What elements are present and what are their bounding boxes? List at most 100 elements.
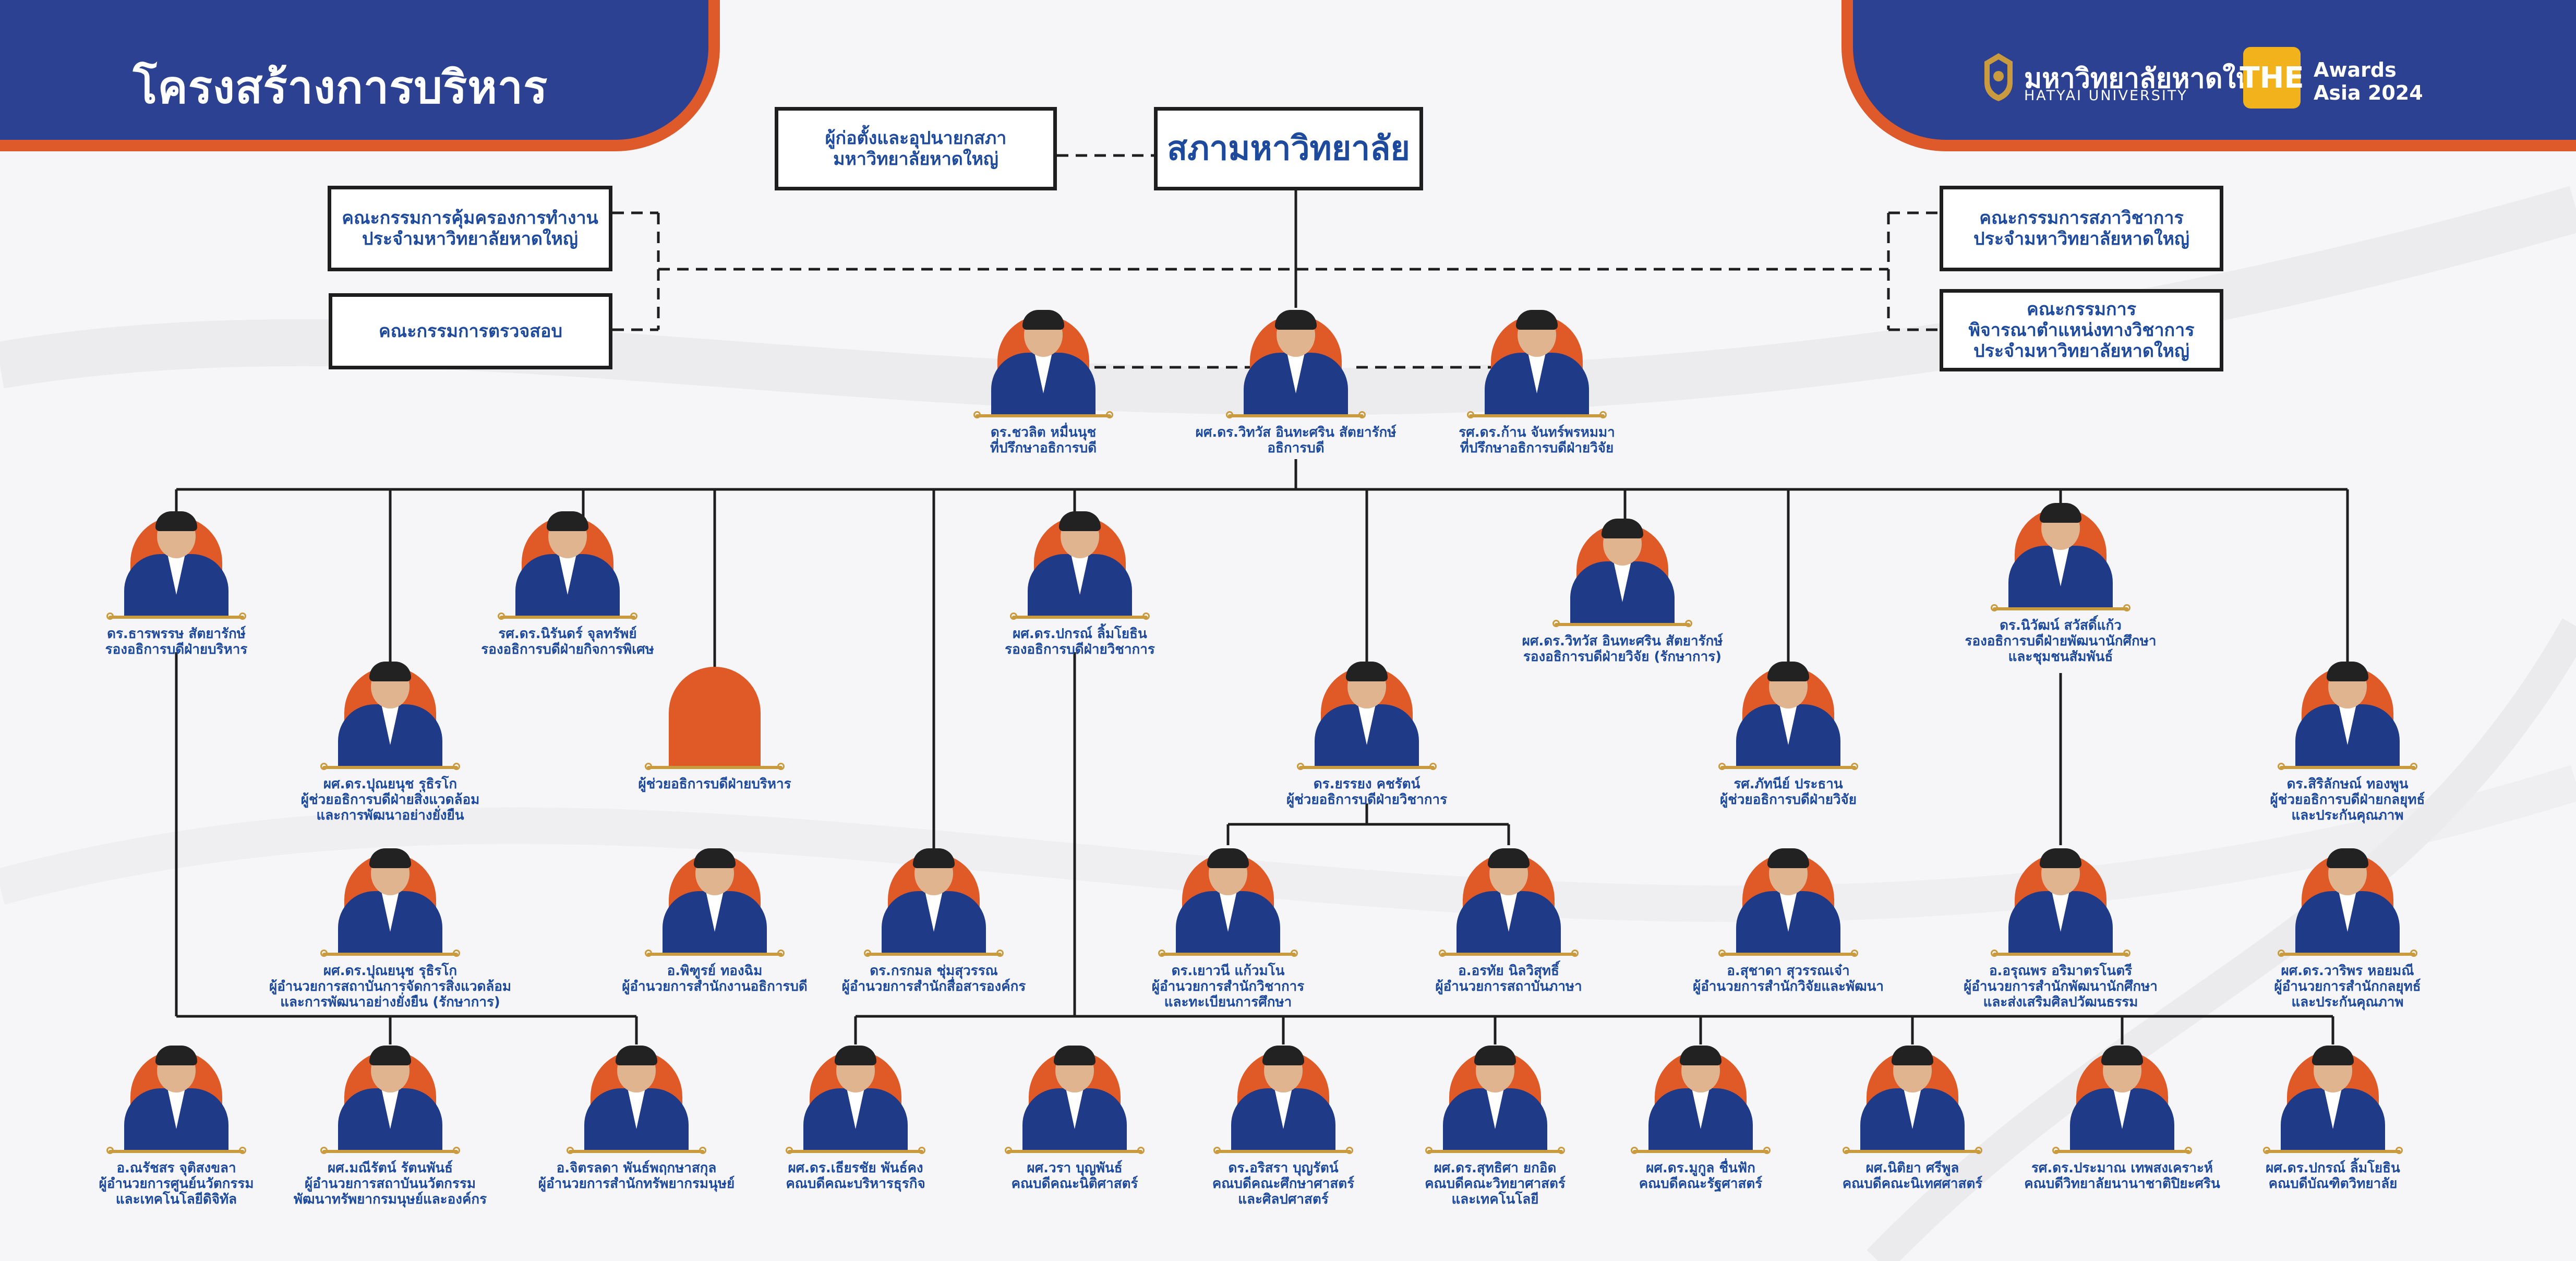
- portrait-pedestal: [973, 411, 1113, 418]
- portrait-hair: [913, 848, 955, 868]
- person-name-title: อ.สุชาดา สุวรรณเจ๋า ผู้อำนวยการสำนักวิจั…: [1692, 963, 1884, 994]
- person-name-title: ผศ.ดร.มูกูล ชื่นฟัก คณบดีคณะรัฐศาสตร์: [1639, 1160, 1763, 1192]
- academic-council-box: คณะกรรมการสภาวิชาการ ประจำมหาวิทยาลัยหาด…: [1940, 186, 2223, 271]
- person-name-title: ดร.อริสรา บุญรัตน์ คณบดีคณะศึกษาศาสตร์ แ…: [1212, 1160, 1355, 1207]
- portrait-pedestal: [320, 1147, 460, 1154]
- portrait-hair: [1488, 848, 1530, 868]
- portrait-pedestal: [1718, 763, 1858, 770]
- portrait-pedestal: [320, 763, 460, 770]
- portrait-pedestal: [498, 613, 637, 620]
- person-name-title: ดร.นิวัฒน์ สวัสดิ์แก้ว รองอธิการบดีฝ่ายพ…: [1965, 618, 2157, 665]
- university-name-thai: มหาวิทยาลัยหาดใหญ่: [2024, 63, 2277, 94]
- portrait-pedestal: [1213, 1147, 1353, 1154]
- portrait-hair: [1767, 848, 1809, 868]
- portrait-hair: [1602, 519, 1643, 538]
- portrait-hair: [2312, 1046, 2354, 1065]
- portrait-pedestal: [2278, 950, 2417, 957]
- portrait-pedestal: [567, 1147, 706, 1154]
- person-name-title: ผศ.ดร.ปกรณ์ ลิ้มโยธิน รองอธิการบดีฝ่ายวิ…: [1005, 626, 1155, 657]
- portrait-pedestal: [1010, 613, 1150, 620]
- portrait-pedestal: [1297, 763, 1437, 770]
- portrait-pedestal: [1843, 1147, 1982, 1154]
- portrait-hair: [1262, 1046, 1304, 1065]
- person-name-title: อ.พิฑูรย์ ทองฉิม ผู้อำนวยการสำนักงานอธิก…: [622, 963, 808, 994]
- portrait-hair: [835, 1046, 876, 1065]
- portrait-pedestal: [645, 763, 785, 770]
- person-name-title: ผศ.ดร.วิทวัส อินทะศริน สัตยารักษ์ รองอธิ…: [1522, 633, 1723, 665]
- portrait-hair: [1054, 1046, 1096, 1065]
- portrait-hair: [1059, 511, 1101, 531]
- university-council-box: สภามหาวิทยาลัย: [1154, 107, 1423, 190]
- portrait-hair: [1346, 662, 1388, 681]
- person-name-title: ดร.กรกมล ชุ่มสุวรรณ ผู้อำนวยการสำนักสื่อ…: [841, 963, 1026, 994]
- person-name-title: ผศ.ดร.ปุณยนุช รุธิรโก ผู้อำนวยการสถาบันก…: [269, 963, 512, 1010]
- portrait-hair: [1474, 1046, 1516, 1065]
- portrait-hair: [2327, 848, 2368, 868]
- person-name-title: ดร.ยรรยง คชรัตน์ ผู้ช่วยอธิการบดีฝ่ายวิช…: [1286, 776, 1448, 808]
- portrait-pedestal: [2263, 1147, 2403, 1154]
- portrait-pedestal: [2052, 1147, 2192, 1154]
- portrait-hair: [694, 848, 736, 868]
- person-name-title: อ.ณรัชสร จุติสงขลา ผู้อำนวยการศูนย์นวัตก…: [99, 1160, 254, 1207]
- portrait-hair: [1516, 310, 1558, 330]
- portrait-pedestal: [1991, 604, 2130, 611]
- the-logo: THE: [2240, 47, 2304, 109]
- portrait-hair: [155, 1046, 197, 1065]
- portrait-pedestal: [1467, 411, 1607, 418]
- portrait-hair: [616, 1046, 657, 1065]
- portrait-pedestal: [1991, 950, 2130, 957]
- awards-line-2: Asia 2024: [2314, 81, 2423, 104]
- portrait-pedestal: [2278, 763, 2417, 770]
- person-name-title: ผศ.วรา บุญพันธ์ คณบดีคณะนิติศาสตร์: [1011, 1160, 1138, 1192]
- portrait-pedestal: [106, 1147, 246, 1154]
- person-name-title: ผศ.ดร.ปุณยนุช รุธิรโก ผู้ช่วยอธิการบดีฝ่…: [300, 776, 480, 823]
- academic-rank-committee-box: คณะกรรมการ พิจารณาตำแหน่งทางวิชาการ ประจ…: [1940, 289, 2223, 371]
- founder-box: ผู้ก่อตั้งและอุปนายกสภา มหาวิทยาลัยหาดให…: [775, 107, 1057, 190]
- portrait-hair: [1892, 1046, 1933, 1065]
- awards-label: Awards Asia 2024: [2314, 58, 2423, 104]
- portrait-pedestal: [106, 613, 246, 620]
- person-name-title: อ.จิตรลดา พันธ์พฤกษาสกุล ผู้อำนวยการสำนั…: [538, 1160, 735, 1192]
- portrait-pedestal: [1425, 1147, 1565, 1154]
- person-name-title: ดร.สิริลักษณ์ ทองพูน ผู้ช่วยอธิการบดีฝ่า…: [2270, 776, 2425, 823]
- portrait-pedestal: [1158, 950, 1298, 957]
- person-name-title: ผศ.นิติยา ศรีพูล คณบดีคณะนิเทศศาสตร์: [1842, 1160, 1983, 1192]
- header-left-banner: [0, 0, 720, 151]
- portrait-hair: [2101, 1046, 2143, 1065]
- awards-line-1: Awards: [2314, 58, 2397, 81]
- portrait-pedestal: [1226, 411, 1366, 418]
- portrait-hair: [1275, 310, 1317, 330]
- portrait-hair: [1767, 662, 1809, 681]
- person-name-title: รศ.ดร.ประมาณ เทพสงเคราะห์ คณบดีวิทยาลัยน…: [2024, 1160, 2220, 1192]
- page-title: โครงสร้างการบริหาร: [133, 62, 548, 114]
- portrait-arch-backdrop: [669, 667, 761, 769]
- portrait-hair: [369, 1046, 411, 1065]
- portrait-hair: [1680, 1046, 1722, 1065]
- person-name-title: ผศ.ดร.สุทธิศา ยกอิด คณบดีคณะวิทยาศาสตร์ …: [1425, 1160, 1566, 1207]
- person-name-title: รศ.ดร.นิรันดร์ จุลทรัพย์ รองอธิการบดีฝ่า…: [481, 626, 654, 657]
- portrait-pedestal: [864, 950, 1004, 957]
- portrait-hair: [1022, 310, 1064, 330]
- person-name-title: ผู้ช่วยอธิการบดีฝ่ายบริหาร: [638, 776, 791, 792]
- portrait-pedestal: [1552, 620, 1692, 627]
- person-name-title: ผศ.ดร.เธียรชัย พันธ์คง คณบดีคณะบริหารธุร…: [786, 1160, 925, 1192]
- portrait-pedestal: [645, 950, 785, 957]
- portrait-pedestal: [1005, 1147, 1145, 1154]
- portrait-hair: [155, 511, 197, 531]
- university-crest-icon: [1984, 53, 2013, 101]
- audit-committee-box: คณะกรรมการตรวจสอบ: [329, 293, 612, 369]
- person-name-title: ผศ.ดร.วาริพร หอยมณี ผู้อำนวยการสำนักกลยุ…: [2274, 963, 2421, 1010]
- person-name-title: อ.อรทัย นิลวิสุทธิ์ ผู้อำนวยการสถาบันภาษ…: [1435, 963, 1582, 994]
- person-name-title: รศ.ดร.ก้าน จันทร์พรหมมา ที่ปรึกษาอธิการบ…: [1459, 425, 1615, 456]
- portrait-hair: [369, 662, 411, 681]
- person-name-title: ดร.ธารพรรษ สัตยารักษ์ รองอธิการบดีฝ่ายบร…: [105, 626, 248, 657]
- portrait-hair: [2327, 662, 2368, 681]
- portrait-pedestal: [1439, 950, 1579, 957]
- portrait-hair: [2040, 503, 2081, 523]
- person-name-title: อ.อรุณพร อริมาตรโนตรี ผู้อำนวยการสำนักพั…: [1964, 963, 2158, 1010]
- header-right-banner: [1841, 0, 2576, 151]
- person-name-title: ผศ.ดร.วิทวัส อินทะศริน สัตยารักษ์ อธิการ…: [1195, 425, 1397, 456]
- portrait-pedestal: [320, 950, 460, 957]
- portrait-pedestal: [786, 1147, 925, 1154]
